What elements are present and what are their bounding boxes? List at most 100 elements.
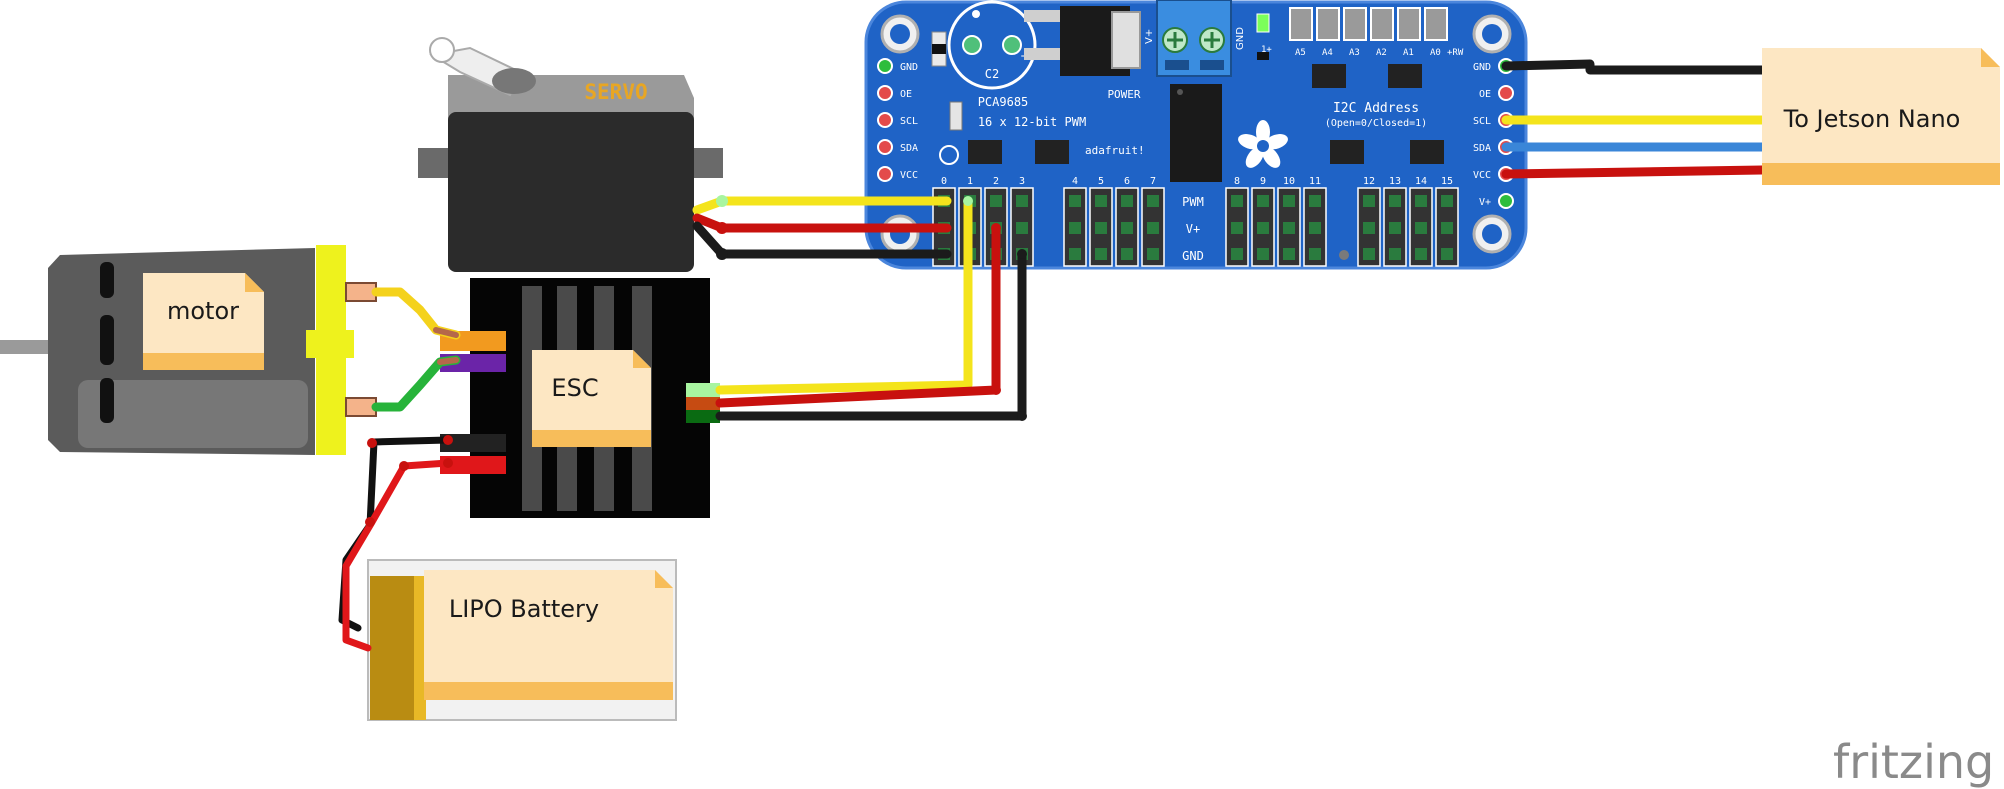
header-pin: [1441, 195, 1453, 207]
motor-tab: [306, 330, 354, 358]
channel-number: 8: [1234, 176, 1240, 187]
pin-label-sda: SDA: [1473, 143, 1491, 154]
motor-slot: [100, 262, 114, 298]
jetson-label: To Jetson Nano: [1783, 105, 1961, 133]
channel-number: 9: [1260, 176, 1266, 187]
i2c-address-title: I2C Address: [1333, 101, 1419, 116]
header-pin: [1095, 248, 1107, 260]
servo-body: [448, 112, 694, 272]
left-header: GND OE SCL SDA VCC: [877, 58, 918, 182]
header-pin: [1121, 248, 1133, 260]
header-pin: [1389, 248, 1401, 260]
header-pin: [1231, 248, 1243, 260]
adafruit-logo: [1238, 120, 1288, 168]
motor-slot: [100, 315, 114, 365]
motor-slot: [100, 378, 114, 423]
fritzing-watermark: fritzing: [1833, 735, 1994, 789]
resistor-pack: [1410, 140, 1444, 164]
motor-label: motor: [167, 297, 239, 325]
header-pin: [1309, 248, 1321, 260]
addr-label: A5: [1295, 48, 1306, 58]
addr-label: A4: [1322, 48, 1333, 58]
header-pin: [1069, 195, 1081, 207]
brand-label: adafruit!: [1085, 144, 1145, 157]
lipo-battery: LIPO Battery: [367, 559, 677, 721]
header-pin: [1309, 195, 1321, 207]
capacitor-c2: + C2: [947, 0, 1037, 90]
header-pin: [1069, 248, 1081, 260]
header-pin: [1231, 222, 1243, 234]
header-pin: [1389, 222, 1401, 234]
pin-label-scl: SCL: [900, 116, 918, 127]
motor-body-lower: [78, 380, 308, 448]
header-pin: [1069, 222, 1081, 234]
row-label-vplus: V+: [1186, 222, 1200, 236]
row-label-pwm: PWM: [1182, 195, 1204, 209]
addr-label: A0: [1430, 48, 1441, 58]
servo: SERVO: [418, 37, 723, 272]
pin-label-vcc: VCC: [1473, 170, 1491, 181]
header-pin: [1257, 248, 1269, 260]
header-pin: [1283, 248, 1295, 260]
pin-label-oe: OE: [1479, 89, 1491, 100]
header-pin: [1257, 195, 1269, 207]
header-pin: [1415, 248, 1427, 260]
resistor-pack: [1035, 140, 1069, 164]
header-pin: [1147, 195, 1159, 207]
chip-description: 16 x 12-bit PWM: [978, 115, 1086, 129]
header-pin: [1415, 195, 1427, 207]
header-pin: [990, 195, 1002, 207]
header-pin: [1095, 195, 1107, 207]
oneplus-label: 1+: [1261, 45, 1272, 55]
addr-label: A3: [1349, 48, 1360, 58]
cap-label: C2: [985, 67, 999, 81]
header-pin: [1095, 222, 1107, 234]
addr-label: +RW: [1447, 48, 1464, 58]
resistor-pack: [1388, 64, 1422, 88]
power-led: [1256, 13, 1270, 33]
esc-label: ESC: [551, 374, 598, 402]
header-pin: [1016, 222, 1028, 234]
header-pin: [1231, 195, 1243, 207]
channel-number: 4: [1072, 176, 1078, 187]
esc-ground-pin: [686, 410, 720, 423]
esc-note: ESC: [532, 350, 651, 447]
header-pin: [1363, 222, 1375, 234]
header-pin: [1283, 195, 1295, 207]
wires: [338, 59, 1767, 652]
channel-number: 6: [1124, 176, 1130, 187]
channel-number: 0: [941, 176, 947, 187]
pin-label-scl: SCL: [1473, 116, 1491, 127]
esc-power-pin: [686, 397, 720, 410]
header-pin: [1147, 248, 1159, 260]
channel-number: 1: [967, 176, 973, 187]
pin-label-gnd: GND: [900, 62, 918, 73]
wire-jetson-ground: [1501, 59, 1767, 75]
channel-number: 11: [1309, 176, 1321, 187]
header-pin: [1257, 222, 1269, 234]
wire-esc-signal: [715, 196, 973, 395]
servo-label: SERVO: [584, 80, 647, 104]
terminal-vplus-label: V+: [1144, 29, 1155, 44]
resistor-pack: [968, 140, 1002, 164]
screw-terminal: V+ GND: [1144, 0, 1246, 77]
channel-number: 2: [993, 176, 999, 187]
channel-number: 7: [1150, 176, 1156, 187]
header-pin: [1121, 195, 1133, 207]
header-pin: [1441, 248, 1453, 260]
pin-label-vcc: VCC: [900, 170, 918, 181]
header-pin: [1016, 195, 1028, 207]
header-pin: [1415, 222, 1427, 234]
motor-note: motor: [143, 273, 264, 370]
channel-number: 10: [1283, 176, 1295, 187]
pin-label-oe: OE: [900, 89, 912, 100]
wire-jetson-vcc: [1501, 165, 1767, 179]
battery-label: LIPO Battery: [449, 595, 599, 623]
header-pin: [1363, 248, 1375, 260]
resistor-pack: [1312, 64, 1346, 88]
chip-name: PCA9685: [978, 95, 1029, 109]
esc-battery-connector: [440, 456, 506, 474]
pin-label-gnd: GND: [1473, 62, 1491, 73]
